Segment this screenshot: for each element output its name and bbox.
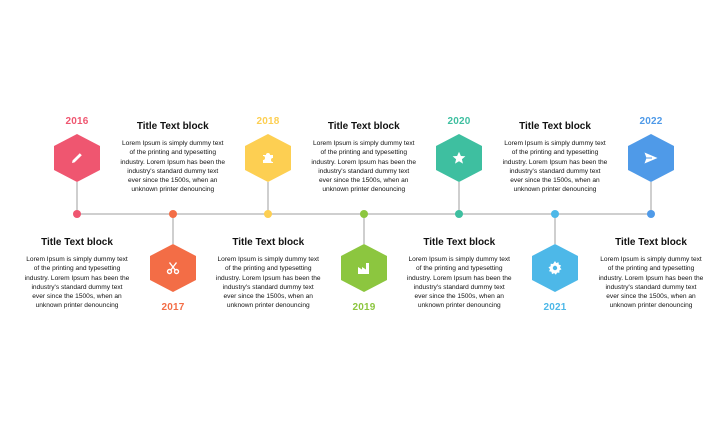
text-block-line: of the printing and typesetting xyxy=(129,149,216,157)
timeline-dot-2018 xyxy=(264,210,272,218)
year-label: 2017 xyxy=(161,302,185,313)
text-block-line: ever since the 1500s, when an xyxy=(32,293,122,301)
text-block-line: of the printing and typesetting xyxy=(607,265,695,273)
text-block-line: industry. Lorem Ipsum has been the xyxy=(24,274,130,282)
text-block-line: industry. Lorem Ipsum has been the xyxy=(215,274,321,282)
milestone-hexagon-2018 xyxy=(245,134,291,182)
milestone-connector xyxy=(172,214,174,244)
text-block-body: Lorem Ipsum is simply dummy text of the p… xyxy=(208,255,328,311)
text-block-line: unknown printer denouncing xyxy=(609,302,693,310)
milestone-connector xyxy=(267,182,269,214)
text-block-title: Title Text block xyxy=(519,121,591,132)
text-block-line: unknown printer denouncing xyxy=(513,186,597,194)
text-block-line: Lorem Ipsum is simply dummy text xyxy=(313,140,415,147)
milestone-hexagon-2017 xyxy=(150,244,196,292)
text-block-body: Lorem Ipsum is simply dummy text of the p… xyxy=(113,139,233,195)
text-block-line: industry's standard dummy text xyxy=(127,167,219,175)
milestone-connector xyxy=(458,182,460,214)
year-label: 2021 xyxy=(543,302,567,313)
scissors-icon xyxy=(165,260,181,276)
text-block-title: Title Text block xyxy=(615,237,687,248)
text-block-line: Lorem Ipsum is simply dummy text xyxy=(408,256,511,263)
text-block-line: industry's standard dummy text xyxy=(509,167,601,175)
text-block-line: of the printing and typesetting xyxy=(224,265,312,273)
text-block-title: Title Text block xyxy=(136,121,209,132)
text-block-line: Lorem Ipsum is simply dummy text xyxy=(26,256,128,263)
timeline-dot-2020 xyxy=(455,210,463,218)
text-block-line: of the printing and typesetting xyxy=(33,265,121,273)
timeline-dot-2019 xyxy=(360,210,368,218)
text-block-line: industry's standard dummy text xyxy=(413,283,505,291)
text-block-line: Lorem Ipsum is simply dummy text xyxy=(217,256,320,263)
text-block-body: Lorem Ipsum is simply dummy text of the p… xyxy=(399,255,519,311)
timeline-dot-2016 xyxy=(73,210,81,218)
text-block-line: ever since the 1500s, when an xyxy=(414,293,504,301)
text-block-line: industry's standard dummy text xyxy=(31,283,123,291)
text-block-line: unknown printer denouncing xyxy=(131,186,215,194)
text-block-body: Lorem Ipsum is simply dummy text of the p… xyxy=(304,139,424,195)
text-block-line: Lorem Ipsum is simply dummy text xyxy=(504,140,606,147)
timeline-dot-2022 xyxy=(647,210,655,218)
text-block-line: ever since the 1500s, when an xyxy=(319,177,409,185)
text-block-line: industry's standard dummy text xyxy=(605,283,697,291)
text-block-line: industry. Lorem Ipsum has been the xyxy=(406,274,512,282)
text-block-line: ever since the 1500s, when an xyxy=(510,177,600,185)
year-label: 2020 xyxy=(447,116,471,127)
text-block-line: Lorem Ipsum is simply dummy text xyxy=(122,140,224,147)
text-block-line: ever since the 1500s, when an xyxy=(128,177,218,185)
milestone-hexagon-2020 xyxy=(436,134,482,182)
year-label: 2022 xyxy=(639,116,663,127)
text-block-line: of the printing and typesetting xyxy=(320,149,407,157)
text-block-title: Title Text block xyxy=(327,121,400,132)
year-label: 2018 xyxy=(256,116,280,127)
milestone-connector xyxy=(650,182,652,214)
text-block-line: ever since the 1500s, when an xyxy=(606,293,696,301)
milestone-connector xyxy=(363,214,365,244)
text-block-line: of the printing and typesetting xyxy=(415,265,503,273)
milestone-connector xyxy=(554,214,556,244)
text-block-title: Title Text block xyxy=(41,237,113,248)
text-block-line: unknown printer denouncing xyxy=(322,186,406,194)
text-block-title: Title Text block xyxy=(232,237,305,248)
puzzle-icon xyxy=(260,150,276,166)
milestone-hexagon-2021 xyxy=(532,244,578,292)
text-block-line: unknown printer denouncing xyxy=(417,302,501,310)
text-block-line: unknown printer denouncing xyxy=(35,302,119,310)
milestone-hexagon-2019 xyxy=(341,244,387,292)
text-block-body: Lorem Ipsum is simply dummy text of the p… xyxy=(591,255,711,311)
text-block-line: industry. Lorem Ipsum has been the xyxy=(502,158,608,166)
star-icon xyxy=(451,150,467,166)
text-block-line: ever since the 1500s, when an xyxy=(223,293,313,301)
year-label: 2019 xyxy=(352,302,376,313)
text-block-body: Lorem Ipsum is simply dummy text of the p… xyxy=(495,139,615,195)
timeline-dot-2017 xyxy=(169,210,177,218)
timeline-dot-2021 xyxy=(551,210,559,218)
text-block-title: Title Text block xyxy=(423,237,496,248)
pencil-icon xyxy=(69,150,85,166)
text-block-line: industry. Lorem Ipsum has been the xyxy=(598,274,704,282)
milestone-hexagon-2022 xyxy=(628,134,674,182)
milestone-connector xyxy=(76,182,78,214)
text-block-line: industry. Lorem Ipsum has been the xyxy=(311,158,417,166)
text-block-line: of the printing and typesetting xyxy=(511,149,599,157)
text-block-line: industry's standard dummy text xyxy=(318,167,410,175)
year-label: 2016 xyxy=(65,116,89,127)
text-block-body: Lorem Ipsum is simply dummy text of the p… xyxy=(17,255,137,311)
text-block-line: industry's standard dummy text xyxy=(222,283,314,291)
gear-icon xyxy=(547,260,563,276)
text-block-line: industry. Lorem Ipsum has been the xyxy=(120,158,226,166)
milestone-hexagon-2016 xyxy=(54,134,100,182)
text-block-line: Lorem Ipsum is simply dummy text xyxy=(600,256,702,263)
factory-icon xyxy=(356,260,372,276)
text-block-line: unknown printer denouncing xyxy=(226,302,310,310)
send-icon xyxy=(643,150,659,166)
